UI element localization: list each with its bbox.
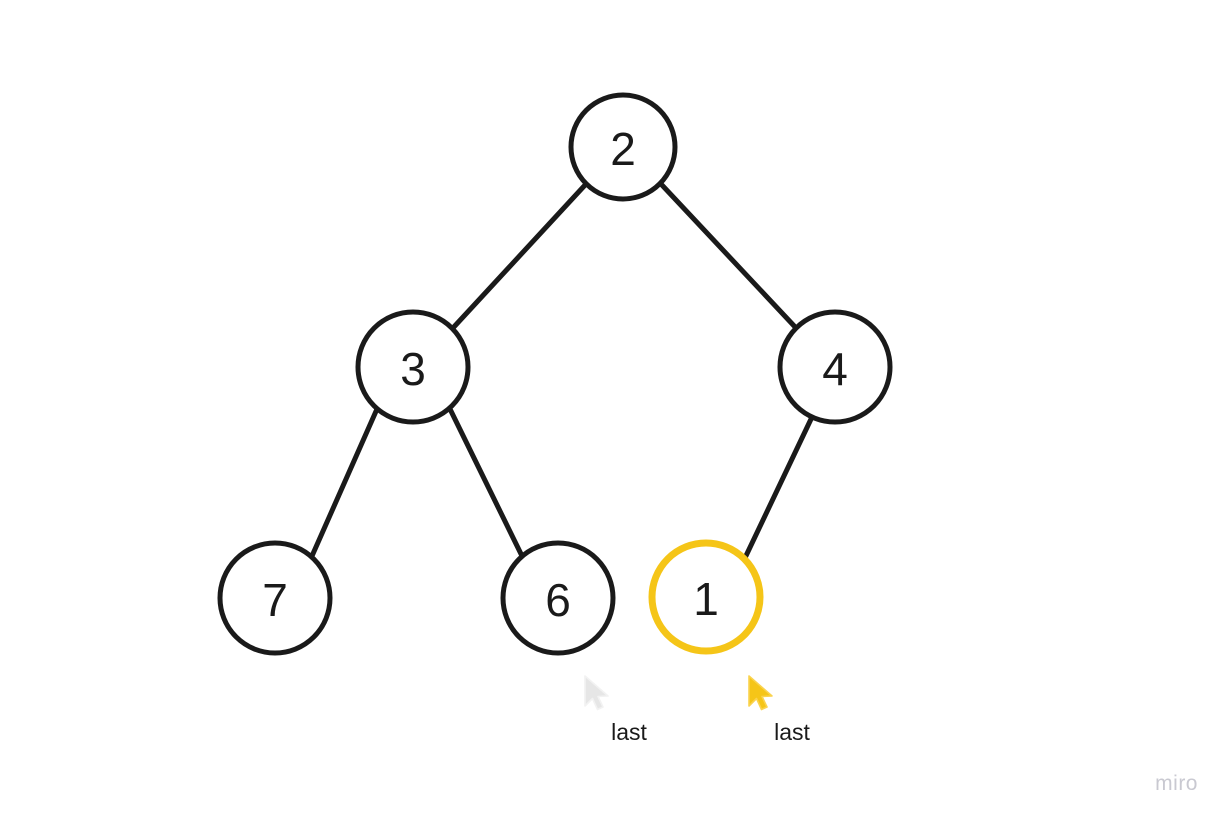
node-label-1: 1 [693, 573, 719, 625]
tree-node-2[interactable]: 2 [568, 92, 678, 202]
node-label-6: 6 [545, 574, 571, 626]
tree-node-4[interactable]: 4 [777, 309, 893, 425]
node-circle-2[interactable] [568, 92, 678, 202]
node-circle-4[interactable] [777, 309, 893, 425]
edge-3-to-7 [309, 406, 380, 559]
tree-node-1-selected[interactable]: 1 [648, 539, 764, 655]
tree-nodes-group: 2 3 4 7 6 1 [217, 92, 893, 656]
tree-node-3[interactable]: 3 [355, 309, 471, 425]
cursor-label-gray: last [611, 719, 647, 745]
tree-node-6[interactable]: 6 [500, 540, 616, 656]
cursor-pointer-icon [584, 675, 609, 711]
node-circle-1[interactable] [648, 539, 764, 655]
cursor-label-yellow: last [774, 719, 810, 745]
node-circle-7[interactable] [217, 540, 333, 656]
edge-2-to-3 [449, 181, 589, 332]
collaborator-cursor-yellow [745, 673, 779, 715]
node-circle-6[interactable] [500, 540, 616, 656]
node-label-2: 2 [610, 123, 636, 175]
node-label-3: 3 [400, 343, 426, 395]
cursor-pointer-icon [748, 675, 773, 711]
edge-3-to-6 [447, 406, 525, 559]
node-label-4: 4 [822, 343, 848, 395]
node-circle-3[interactable] [355, 309, 471, 425]
collaborator-cursor-gray [581, 673, 615, 715]
edge-2-to-4 [658, 181, 800, 332]
node-label-7: 7 [262, 574, 288, 626]
tree-edges-group [309, 181, 815, 563]
edge-4-to-1 [741, 414, 815, 563]
miro-watermark: miro [1155, 772, 1198, 795]
tree-node-7[interactable]: 7 [217, 540, 333, 656]
